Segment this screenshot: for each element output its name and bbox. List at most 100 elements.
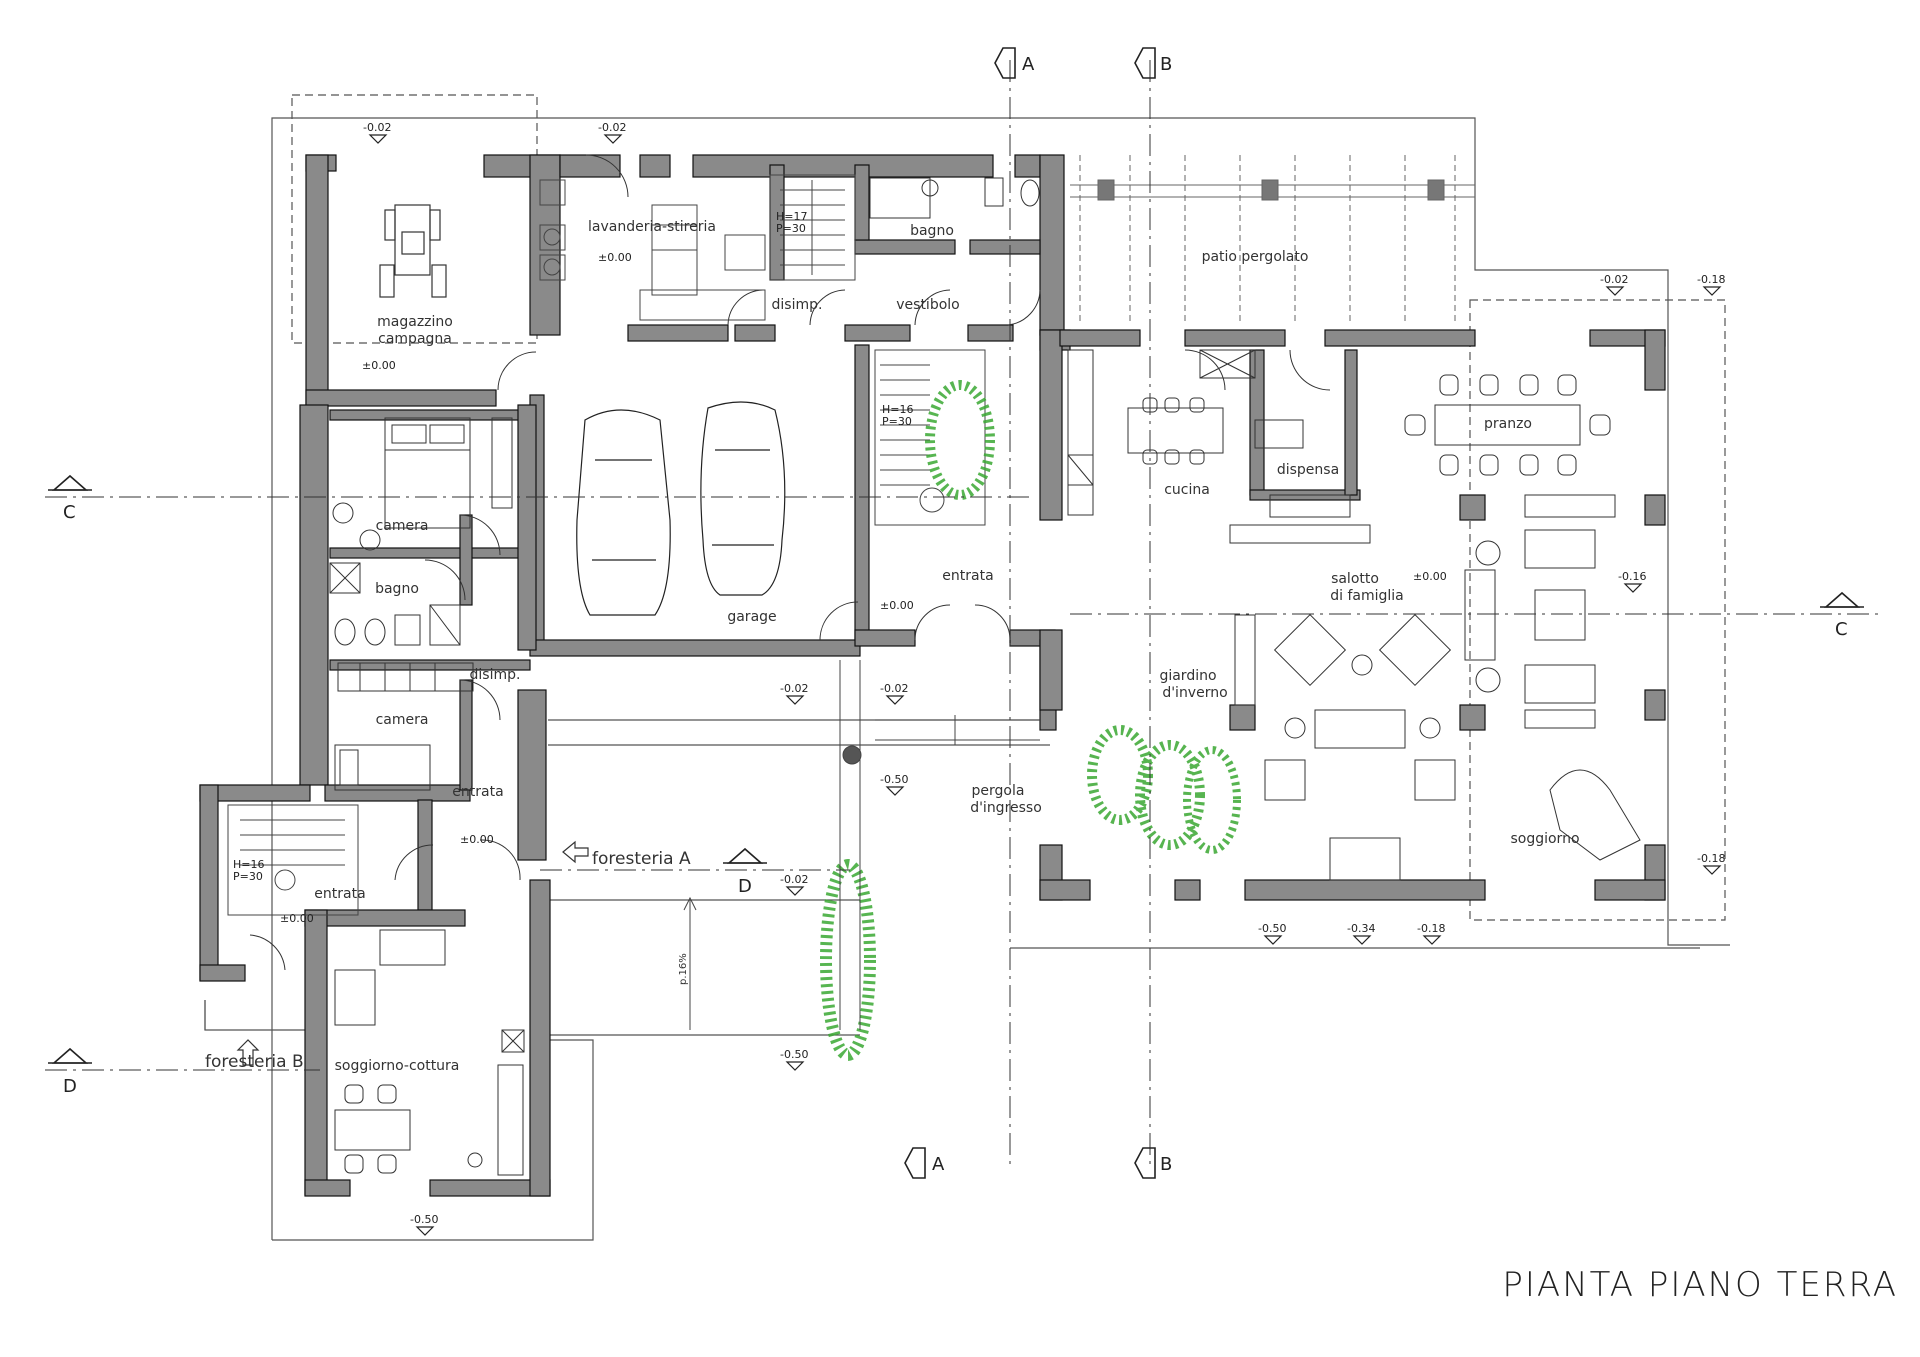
label-entrata-center: entrata (942, 568, 993, 584)
section-marker-b-bottom: B (1134, 1147, 1172, 1179)
section-lines (45, 60, 1880, 1170)
label-camera-1: camera (376, 518, 429, 534)
bedroom-furniture (332, 417, 513, 791)
kitchen-furniture (1067, 349, 1371, 544)
svg-text:±0.00: ±0.00 (460, 833, 494, 846)
door-swings (249, 154, 1331, 971)
site-outline (204, 94, 1730, 1241)
section-marker-b-top: B (1134, 47, 1172, 79)
svg-text:-0.50: -0.50 (880, 773, 908, 786)
stair-left-p: P=30 (233, 870, 263, 883)
entrance-pergola (683, 660, 1040, 1030)
label-giardino: giardino (1159, 668, 1216, 684)
svg-text:-0.02: -0.02 (880, 682, 908, 695)
svg-text:±0.00: ±0.00 (1413, 570, 1447, 583)
svg-text:-0.02: -0.02 (780, 873, 808, 886)
svg-text:-0.02: -0.02 (1600, 273, 1628, 286)
level-mark: ±0.00 (1413, 570, 1447, 583)
section-label-b-top: B (1160, 54, 1172, 75)
bathroom-fixtures (329, 177, 1040, 646)
label-magazzino: magazzino (377, 314, 453, 330)
level-mark: -0.34 (1347, 922, 1375, 945)
stairs (227, 174, 986, 916)
section-label-a-bottom: A (932, 1154, 945, 1175)
svg-text:-0.16: -0.16 (1618, 570, 1646, 583)
label-lavanderia: lavanderia-stireria (588, 219, 716, 235)
svg-text:-0.34: -0.34 (1347, 922, 1375, 935)
level-mark: ±0.00 (598, 251, 632, 264)
level-mark: -0.02 (363, 121, 391, 144)
label-entrata-left: entrata (314, 886, 365, 902)
level-mark: ±0.00 (880, 599, 914, 612)
section-marker-c-left: C (47, 475, 93, 523)
svg-text:-0.18: -0.18 (1417, 922, 1445, 935)
patio-pergola (1070, 155, 1475, 325)
level-mark: -0.02 (780, 873, 808, 896)
laundry-fixtures (539, 179, 766, 321)
label-campagna: campagna (378, 331, 452, 347)
vegetation (820, 380, 1241, 1061)
section-label-d-left: D (63, 1076, 77, 1097)
label-salotto: salotto (1331, 571, 1379, 587)
level-mark: -0.16 (1618, 570, 1646, 593)
label-patio: patio pergolato (1202, 249, 1309, 265)
svg-text:±0.00: ±0.00 (880, 599, 914, 612)
label-vestibolo: vestibolo (896, 297, 959, 313)
svg-text:±0.00: ±0.00 (362, 359, 396, 372)
level-mark: -0.18 (1697, 273, 1725, 296)
level-mark: -0.50 (780, 1048, 808, 1071)
section-label-c-right: C (1835, 619, 1848, 640)
section-label-a-top: A (1022, 54, 1035, 75)
label-cucina: cucina (1164, 482, 1210, 498)
label-di-famiglia: di famiglia (1330, 588, 1404, 604)
section-label-b-bottom: B (1160, 1154, 1172, 1175)
stair-left-h: H=16 (233, 858, 265, 871)
level-mark: -0.50 (1258, 922, 1286, 945)
soggiorno-cottura-furniture (334, 929, 525, 1176)
label-d-inverno: d'inverno (1162, 685, 1227, 701)
stair-center-p: P=30 (882, 415, 912, 428)
walls (199, 154, 1666, 1197)
stair-center-h: H=16 (882, 403, 914, 416)
label-garage: garage (727, 609, 776, 625)
level-mark: -0.18 (1697, 852, 1725, 875)
label-disimp-top: disimp. (772, 297, 823, 313)
label-entrata-small: entrata (452, 784, 503, 800)
label-pergola: pergola (972, 783, 1025, 799)
label-foresteria-a: foresteria A (592, 849, 691, 869)
label-bagno-top: bagno (910, 223, 954, 239)
dining-furniture (1404, 374, 1616, 518)
level-mark: -0.18 (1417, 922, 1445, 945)
level-mark: -0.50 (410, 1213, 438, 1236)
section-marker-c-right: C (1819, 592, 1865, 640)
section-marker-d-mid: D (722, 848, 768, 897)
label-soggiorno-cottura: soggiorno-cottura (335, 1058, 460, 1074)
label-pergola-ingresso: d'ingresso (970, 800, 1042, 816)
section-marker-a-top: A (994, 47, 1035, 79)
label-camera-2: camera (376, 712, 429, 728)
section-label-d-mid: D (738, 876, 752, 897)
svg-text:-0.02: -0.02 (598, 121, 626, 134)
svg-text:±0.00: ±0.00 (598, 251, 632, 264)
svg-text:-0.50: -0.50 (410, 1213, 438, 1226)
level-mark: -0.02 (780, 682, 808, 705)
svg-text:-0.18: -0.18 (1697, 273, 1725, 286)
stair-top-p: P=30 (776, 222, 806, 235)
level-mark: -0.50 (880, 773, 908, 796)
svg-text:-0.02: -0.02 (780, 682, 808, 695)
level-mark: -0.02 (1600, 273, 1628, 296)
label-pranzo: pranzo (1484, 416, 1532, 432)
label-soggiorno: soggiorno (1510, 831, 1579, 847)
level-mark: ±0.00 (280, 912, 314, 925)
drawing-title: PIANTA PIANO TERRA (1502, 1265, 1898, 1305)
label-bagno-left: bagno (375, 581, 419, 597)
tractor-icon (379, 204, 447, 298)
label-dispensa: dispensa (1277, 462, 1339, 478)
garage-cars (576, 401, 786, 616)
svg-text:-0.50: -0.50 (780, 1048, 808, 1061)
svg-text:-0.02: -0.02 (363, 121, 391, 134)
living-furniture (1234, 529, 1641, 881)
section-marker-d-left: D (47, 1048, 93, 1097)
level-mark: ±0.00 (362, 359, 396, 372)
label-disimp-left: disimp. (470, 667, 521, 683)
